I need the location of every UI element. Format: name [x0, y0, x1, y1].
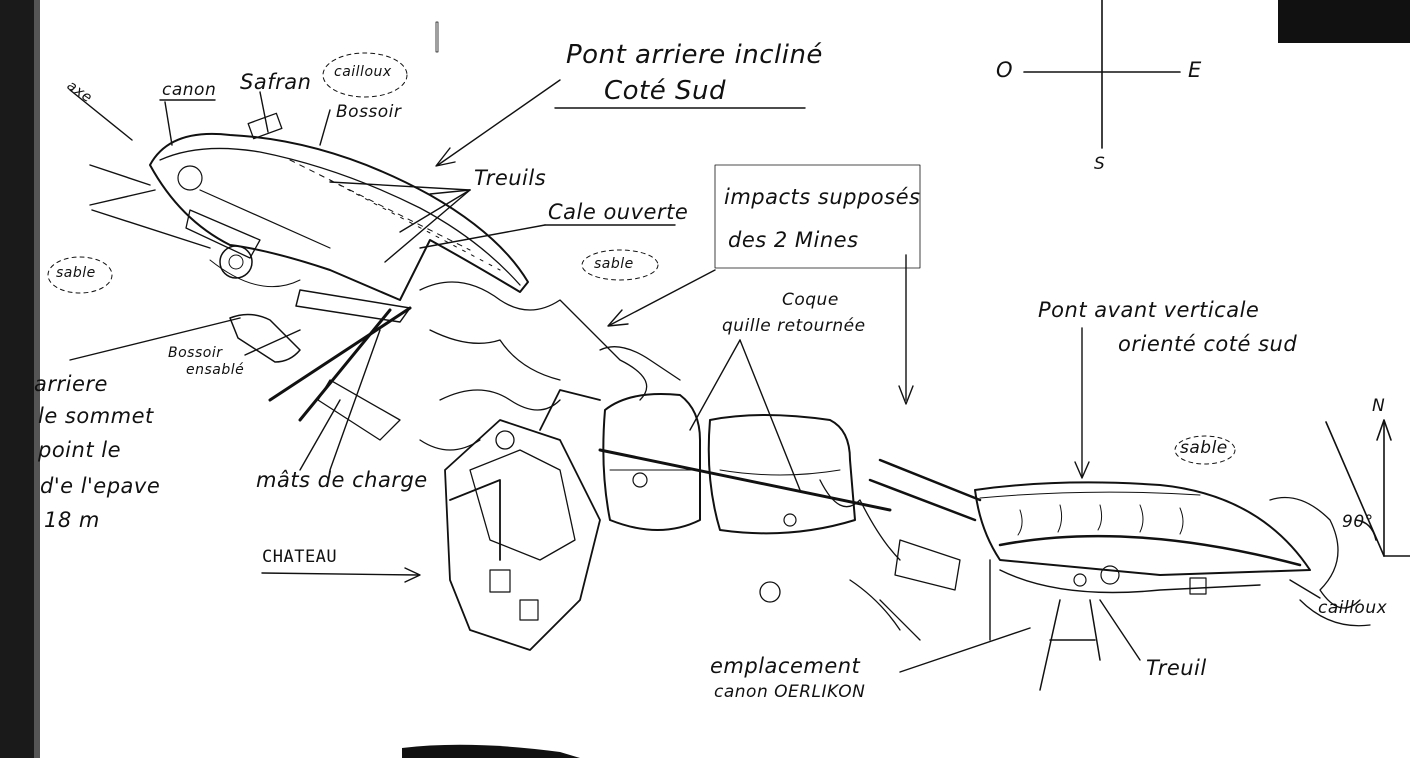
compass-west-label: O [996, 58, 1014, 82]
stern-section [149, 112, 529, 441]
margin-note-4: d'e l'epave [40, 474, 161, 498]
overturned-hull [598, 393, 892, 535]
label-pont-avant-1: Pont avant verticale [1038, 298, 1260, 322]
margin-note-1: arriere [34, 372, 108, 396]
compass-cross-lines [1023, 0, 1181, 149]
label-impacts-2: des 2 Mines [728, 228, 859, 252]
label-bossoir-ensable-1: Bossoir [168, 345, 223, 361]
label-coque: Coque [782, 290, 839, 310]
label-sable-left: sable [56, 265, 96, 281]
margin-note-5: 18 m [44, 508, 100, 532]
corner-dark-block [1278, 0, 1410, 43]
label-bossoir-top: Bossoir [336, 102, 402, 122]
bottom-dark-shape [402, 744, 580, 758]
sand-outlines [47, 52, 1236, 465]
label-chateau: CHATEAU [262, 547, 338, 567]
label-canon-oerlikon: canon OERLIKON [714, 682, 866, 702]
bow-section [868, 458, 1311, 691]
north-label: N [1372, 396, 1386, 416]
label-frames [435, 21, 921, 269]
label-mats-de-charge: mâts de charge [256, 468, 428, 492]
label-cailloux-right: cailloux [1318, 598, 1388, 618]
label-sable-mid: sable [594, 256, 634, 272]
label-pont-arriere-1: Pont arriere incliné [566, 40, 823, 70]
label-cale-ouverte: Cale ouverte [548, 200, 689, 224]
page-binding-shadow [0, 0, 34, 758]
label-canon: canon [162, 80, 217, 100]
chateau-structure [444, 389, 601, 651]
label-emplacement: emplacement [710, 654, 861, 678]
margin-note-2: le sommet [38, 404, 154, 428]
label-treuils: Treuils [474, 166, 547, 190]
compass-south-label: S [1094, 154, 1106, 174]
label-cailloux-top: cailloux [334, 64, 392, 80]
north-arrow-lines [1325, 419, 1410, 557]
label-quille-retournee: quille retournée [722, 316, 866, 336]
leader-lines [69, 79, 1321, 673]
label-pont-avant-2: orienté coté sud [1118, 332, 1298, 356]
label-pont-arriere-2: Coté Sud [604, 76, 727, 106]
compass-east-label: E [1188, 58, 1202, 82]
label-bossoir-ensable-2: ensablé [186, 362, 245, 378]
label-impacts-1: impacts supposés [724, 185, 921, 209]
label-safran: Safran [240, 70, 312, 94]
angle-label: 90° [1342, 512, 1374, 532]
label-sable-right: sable [1180, 438, 1228, 458]
margin-note-3: point le [38, 438, 121, 462]
debris-rubble [419, 281, 1371, 641]
label-treuil: Treuil [1146, 656, 1207, 680]
